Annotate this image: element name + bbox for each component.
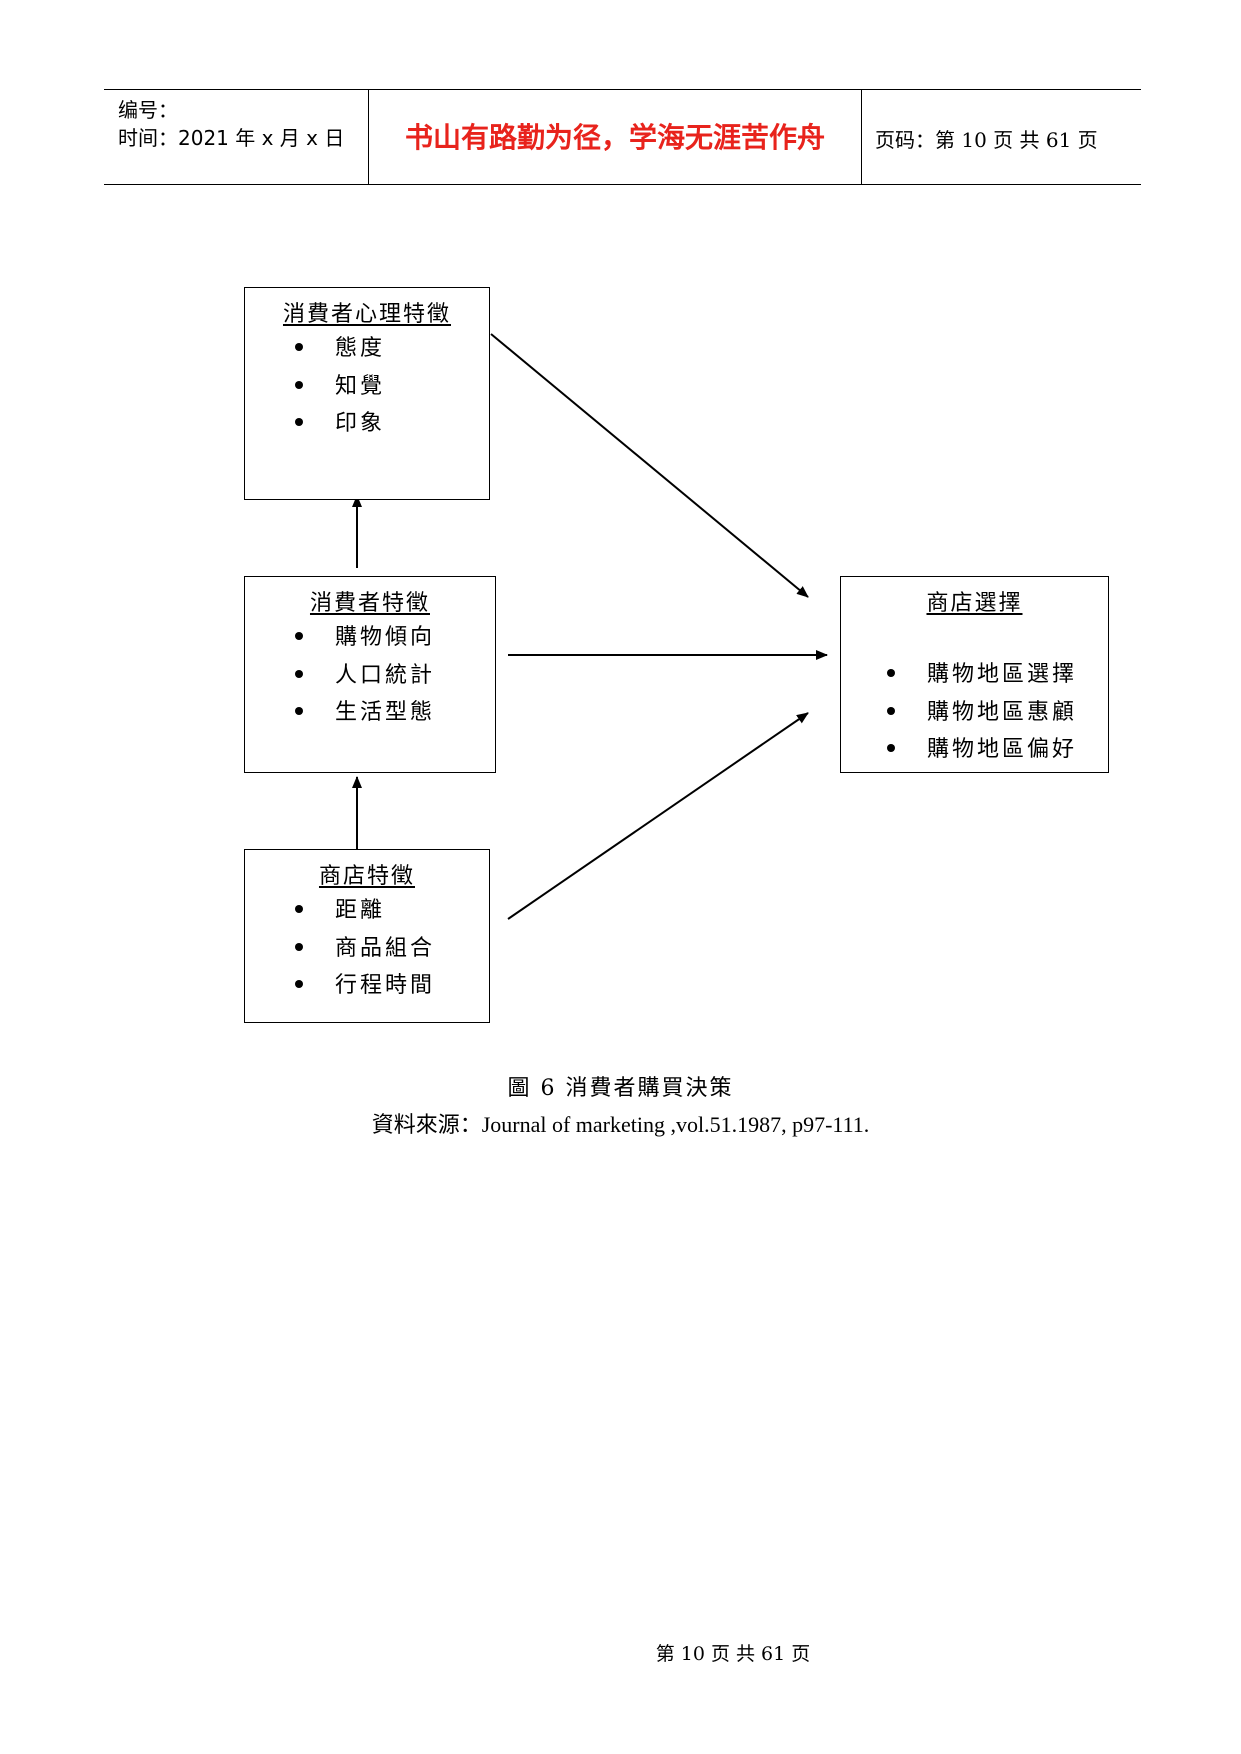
list-item: 人口統計 — [295, 657, 435, 695]
box-consumer-psychology: 消費者心理特徵 態度 知覺 印象 — [244, 287, 490, 500]
bullet-icon — [295, 343, 303, 351]
bullet-icon — [295, 632, 303, 640]
bullet-icon — [295, 707, 303, 715]
bullet-icon — [295, 669, 303, 678]
list-item: 購物傾向 — [295, 619, 435, 657]
page-footer: 第 10 页 共 61 页 — [655, 1643, 811, 1665]
box-store-choice: 商店選擇 購物地區選擇 購物地區惠顧 購物地區偏好 — [840, 576, 1109, 773]
list-item: 距離 — [295, 892, 435, 930]
list-item: 商品組合 — [295, 930, 435, 968]
bullet-icon — [295, 980, 303, 988]
list-item: 知覺 — [295, 368, 385, 406]
motto-text: 书山有路勤为径，学海无涯苦作舟 — [404, 121, 825, 154]
header-info-cell: 编号： 时间：2021 年 x 月 x 日 — [104, 90, 369, 184]
bullet-list: 購物地區選擇 購物地區惠顧 購物地區偏好 — [887, 656, 1077, 769]
list-item: 購物地區選擇 — [887, 656, 1077, 694]
bullet-list: 距離 商品組合 行程時間 — [295, 892, 435, 1005]
header-page-cell: 页码：第 10 页 共 61 页 — [863, 90, 1141, 184]
figure-caption: 圖 6 消費者購買決策 — [507, 1076, 734, 1101]
bullet-icon — [295, 942, 303, 951]
arrow-store-to-choice — [507, 712, 809, 920]
list-item: 購物地區偏好 — [887, 731, 1077, 769]
list-item: 生活型態 — [295, 694, 435, 732]
box-title: 消費者特徵 — [309, 591, 430, 616]
box-title: 商店特徵 — [318, 864, 415, 889]
list-item: 態度 — [295, 330, 385, 368]
list-item: 行程時間 — [295, 967, 435, 1005]
bullet-icon — [887, 669, 895, 677]
page-code: 页码：第 10 页 共 61 页 — [875, 128, 1098, 152]
box-title: 消費者心理特徵 — [282, 302, 451, 327]
document-header: 编号： 时间：2021 年 x 月 x 日 书山有路勤为径，学海无涯苦作舟 页码… — [104, 89, 1141, 185]
list-item: 印象 — [295, 405, 385, 443]
bullet-list: 態度 知覺 印象 — [295, 330, 385, 443]
figure-source: 資料來源：Journal of marketing ,vol.51.1987, … — [371, 1112, 870, 1137]
bullet-icon — [295, 380, 303, 389]
box-title: 商店選擇 — [926, 591, 1023, 616]
bullet-icon — [887, 744, 895, 752]
box-store-characteristics: 商店特徵 距離 商品組合 行程時間 — [244, 849, 490, 1023]
time-label: 时间：2021 年 x 月 x 日 — [118, 126, 345, 150]
header-motto-cell: 书山有路勤为径，学海无涯苦作舟 — [369, 90, 862, 184]
bullet-icon — [295, 418, 303, 426]
arrow-psych-to-choice — [490, 333, 809, 598]
bullet-list: 購物傾向 人口統計 生活型態 — [295, 619, 435, 732]
bullet-icon — [295, 905, 303, 913]
number-label: 编号： — [118, 98, 178, 122]
list-item: 購物地區惠顧 — [887, 694, 1077, 732]
box-consumer-characteristics: 消費者特徵 購物傾向 人口統計 生活型態 — [244, 576, 496, 773]
bullet-icon — [887, 706, 895, 715]
